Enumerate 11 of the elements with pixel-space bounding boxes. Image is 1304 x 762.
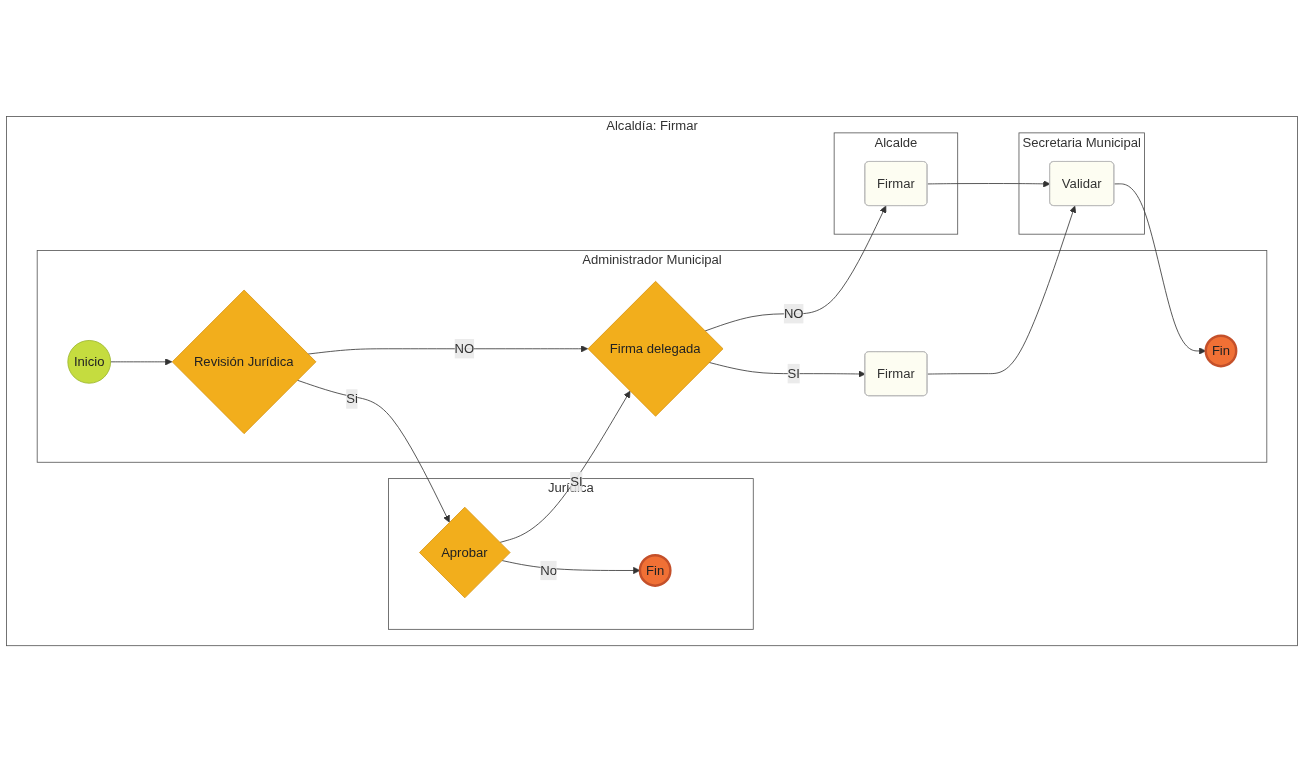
node-circle: Fin	[638, 553, 672, 587]
node-diamond: Firma delegada	[587, 280, 724, 417]
node-circle: Inicio	[67, 339, 111, 384]
edge-label: NO	[454, 341, 475, 356]
node-diamond: Revisión Jurídica	[171, 289, 317, 434]
edge-label: NO	[783, 306, 804, 321]
node-diamond: Aprobar	[419, 506, 511, 599]
edge-label: Si	[346, 391, 358, 406]
node-circle: Fin	[1204, 334, 1238, 368]
edge-label: SI	[787, 366, 800, 381]
edge-label: No	[540, 563, 558, 577]
